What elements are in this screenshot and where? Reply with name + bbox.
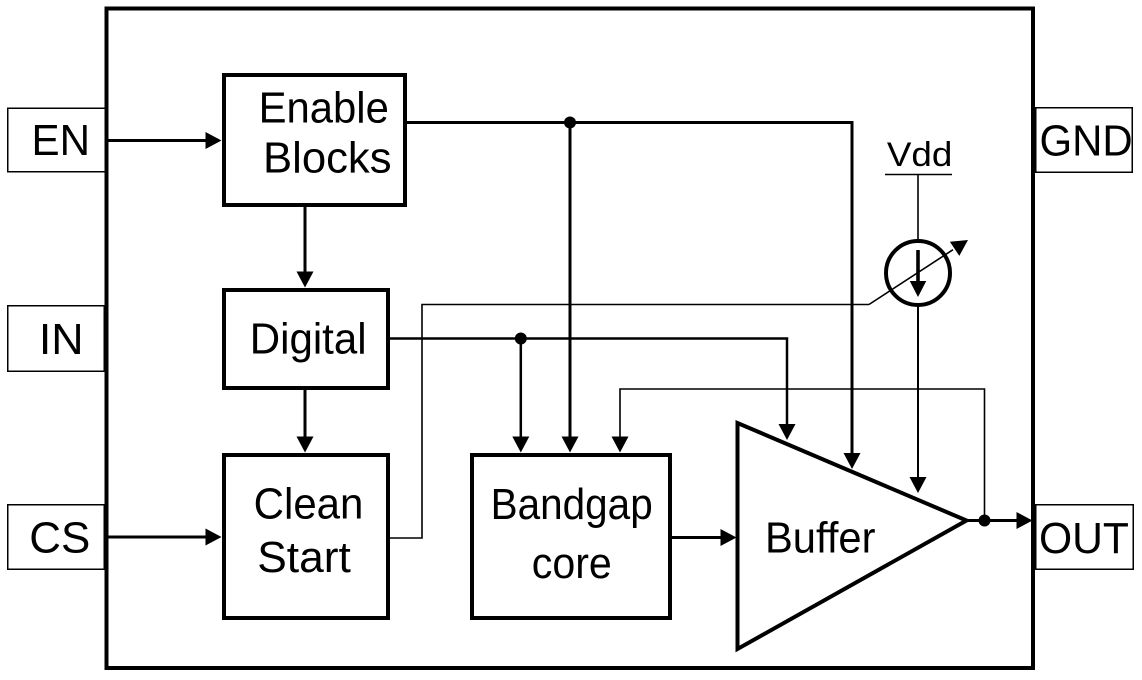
svg-text:Blocks: Blocks <box>263 133 392 182</box>
svg-text:Bandgap: Bandgap <box>491 480 653 529</box>
svg-text:Digital: Digital <box>250 315 367 364</box>
svg-text:Start: Start <box>257 533 351 582</box>
svg-text:EN: EN <box>32 116 90 165</box>
svg-text:core: core <box>532 539 612 588</box>
svg-text:Clean: Clean <box>254 480 364 529</box>
svg-text:CS: CS <box>29 514 90 563</box>
svg-text:OUT: OUT <box>1039 514 1129 563</box>
svg-text:GND: GND <box>1039 117 1132 166</box>
svg-text:Buffer: Buffer <box>765 514 875 563</box>
svg-text:IN: IN <box>39 315 84 364</box>
svg-text:Enable: Enable <box>259 84 389 133</box>
svg-text:Vdd: Vdd <box>887 136 953 174</box>
